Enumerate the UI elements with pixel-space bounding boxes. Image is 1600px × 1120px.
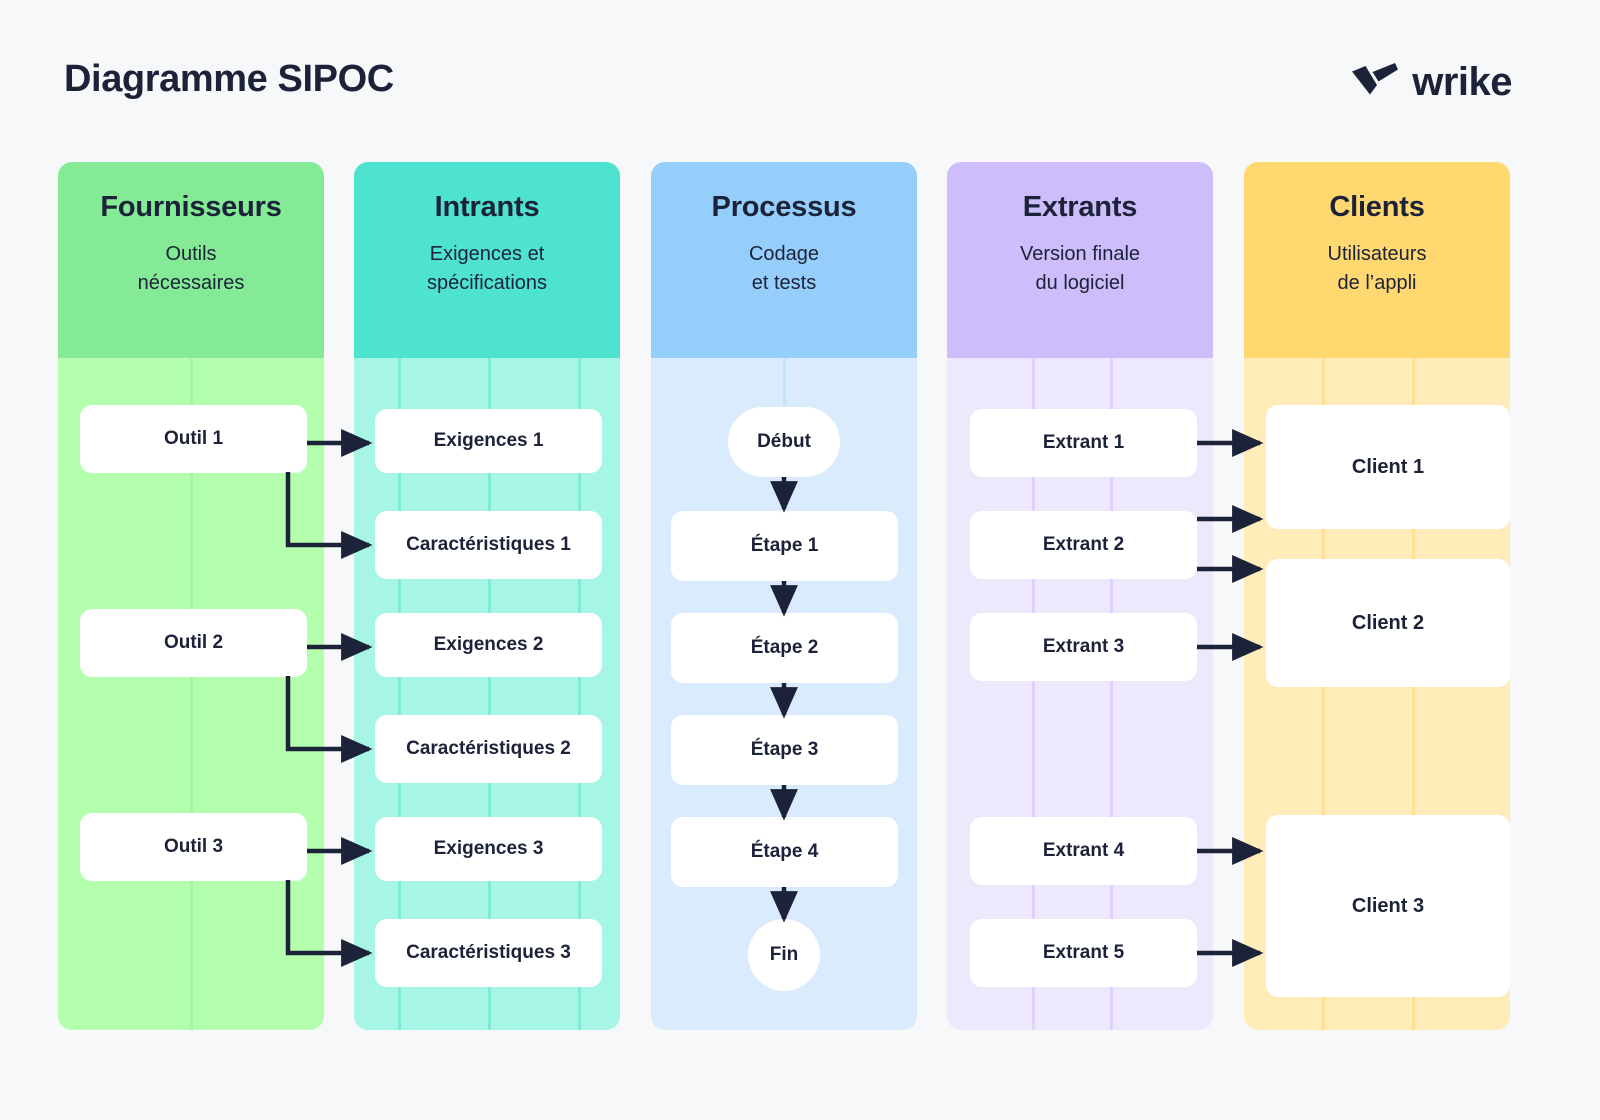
column-title: Extrants — [1022, 191, 1138, 223]
node-input[interactable]: Caractéristiques 2 — [375, 715, 602, 783]
node-process-end[interactable]: Fin — [748, 919, 820, 991]
gridline — [1032, 358, 1035, 1030]
node-process-step[interactable]: Étape 3 — [671, 715, 898, 785]
column-title: Fournisseurs — [100, 191, 282, 223]
gridline — [488, 358, 491, 1030]
gridline — [190, 358, 193, 1030]
node-process-step[interactable]: Étape 1 — [671, 511, 898, 581]
column-process: Processus Codage et tests — [651, 162, 917, 1030]
column-subtitle: Outils nécessaires — [137, 242, 245, 294]
column-header-inputs: Intrants Exigences et spécifications — [354, 162, 620, 358]
column-title: Processus — [711, 191, 857, 223]
node-supplier[interactable]: Outil 1 — [80, 405, 307, 473]
column-subtitle: Codage et tests — [748, 242, 820, 294]
gridline — [783, 358, 786, 406]
column-subtitle: Version finale du logiciel — [1019, 242, 1141, 294]
brand-logo: wrike — [1352, 62, 1512, 102]
node-input[interactable]: Exigences 1 — [375, 409, 602, 473]
column-header-customers: Clients Utilisateurs de l’appli — [1244, 162, 1510, 358]
gridline — [398, 358, 401, 1030]
node-output[interactable]: Extrant 4 — [970, 817, 1197, 885]
column-header-outputs: Extrants Version finale du logiciel — [947, 162, 1213, 358]
node-supplier[interactable]: Outil 2 — [80, 609, 307, 677]
node-input[interactable]: Exigences 2 — [375, 613, 602, 677]
node-process-step[interactable]: Étape 2 — [671, 613, 898, 683]
node-input[interactable]: Caractéristiques 1 — [375, 511, 602, 579]
node-output[interactable]: Extrant 1 — [970, 409, 1197, 477]
column-subtitle: Utilisateurs de l’appli — [1327, 242, 1427, 294]
node-process-step[interactable]: Étape 4 — [671, 817, 898, 887]
wrike-checkmark-icon — [1352, 63, 1399, 95]
gridline — [1412, 358, 1415, 1030]
page-title: Diagramme SIPOC — [64, 58, 394, 100]
column-header-suppliers: Fournisseurs Outils nécessaires — [58, 162, 324, 358]
node-supplier[interactable]: Outil 3 — [80, 813, 307, 881]
node-customer[interactable]: Client 1 — [1266, 405, 1510, 529]
column-suppliers: Fournisseurs Outils nécessaires — [58, 162, 324, 1030]
gridline — [1110, 358, 1113, 1030]
column-title: Intrants — [434, 191, 540, 223]
sipoc-board: Fournisseurs Outils nécessaires Intrants… — [58, 162, 1510, 1030]
gridline — [578, 358, 581, 1030]
column-inputs: Intrants Exigences et spécifications — [354, 162, 620, 1030]
column-subtitle: Exigences et spécifications — [426, 242, 548, 294]
node-input[interactable]: Caractéristiques 3 — [375, 919, 602, 987]
gridline — [1322, 358, 1325, 1030]
brand-name: wrike — [1412, 60, 1512, 104]
node-output[interactable]: Extrant 5 — [970, 919, 1197, 987]
column-title: Clients — [1329, 191, 1425, 223]
node-customer[interactable]: Client 3 — [1266, 815, 1510, 997]
column-header-process: Processus Codage et tests — [651, 162, 917, 358]
column-outputs: Extrants Version finale du logiciel — [947, 162, 1213, 1030]
node-output[interactable]: Extrant 3 — [970, 613, 1197, 681]
node-input[interactable]: Exigences 3 — [375, 817, 602, 881]
node-process-start[interactable]: Début — [728, 407, 840, 477]
node-customer[interactable]: Client 2 — [1266, 559, 1510, 687]
node-output[interactable]: Extrant 2 — [970, 511, 1197, 579]
